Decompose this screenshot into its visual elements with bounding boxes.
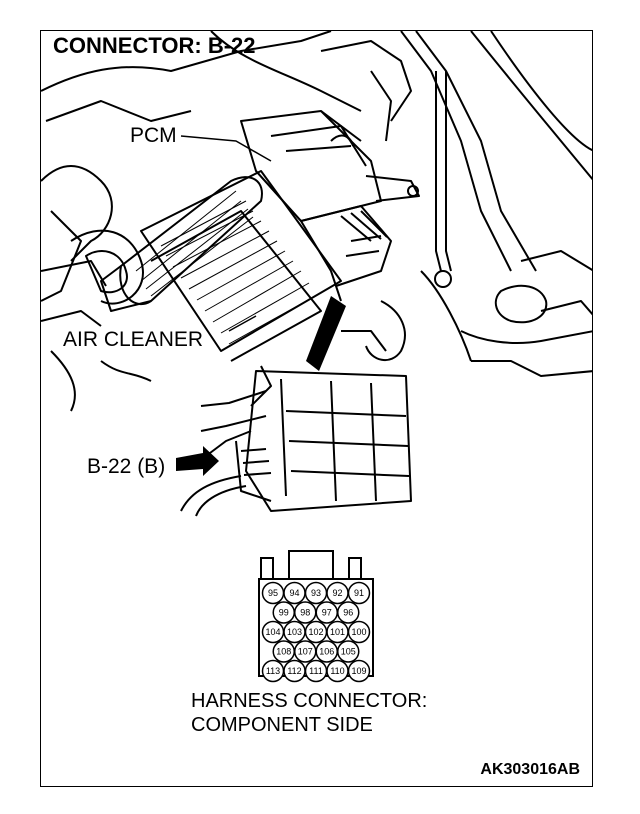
pin-circle [347,581,371,605]
harness-pin-grid: 95 94 93 92 91 99 98 97 96 104 103 102 101 100 108 107 1… [261,581,371,683]
pin-circle [337,601,360,624]
harness-caption-line1: HARNESS CONNECTOR: [191,690,428,712]
figure-code: AK303016AB [480,761,580,778]
pin-number: 106 [319,647,334,657]
pin-circle [347,620,371,644]
engine-bay-illustration: 95 94 93 92 91 99 98 97 96 104 103 102 101 100 108 107 1… [41,31,592,683]
pin-circle [347,659,371,683]
pin-number: 103 [287,627,302,637]
pin-number: 91 [354,588,364,598]
pin-number: 95 [268,588,278,598]
pin-number: 104 [265,627,280,637]
pcm-label: PCM [130,124,177,147]
connector-ref-label: B-22 (B) [87,455,166,478]
pin-number: 102 [308,627,323,637]
pin-circle [337,640,360,663]
pin-number: 112 [287,666,301,676]
air-cleaner-label: AIR CLEANER [61,328,206,351]
pin-number: 113 [266,666,280,676]
pin-number: 100 [351,627,366,637]
diagram-frame: 95 94 93 92 91 99 98 97 96 104 103 102 101 100 108 107 1… [40,30,593,787]
pin-number: 105 [341,647,356,657]
pin-number: 97 [322,608,332,618]
pin-number: 111 [309,666,323,676]
pin-number: 107 [298,647,313,657]
pin-number: 109 [351,666,366,676]
pin-number: 101 [330,627,345,637]
diagram-title: CONNECTOR: B-22 [53,33,256,58]
harness-caption-line2: COMPONENT SIDE [191,714,373,736]
pin-number: 110 [330,666,344,676]
pin-number: 99 [279,608,289,618]
pin-number: 94 [289,588,299,598]
pin-number: 96 [343,608,353,618]
pin-number: 93 [311,588,321,598]
pin-number: 98 [300,608,310,618]
pin-number: 92 [332,588,342,598]
pin-number: 108 [276,647,291,657]
